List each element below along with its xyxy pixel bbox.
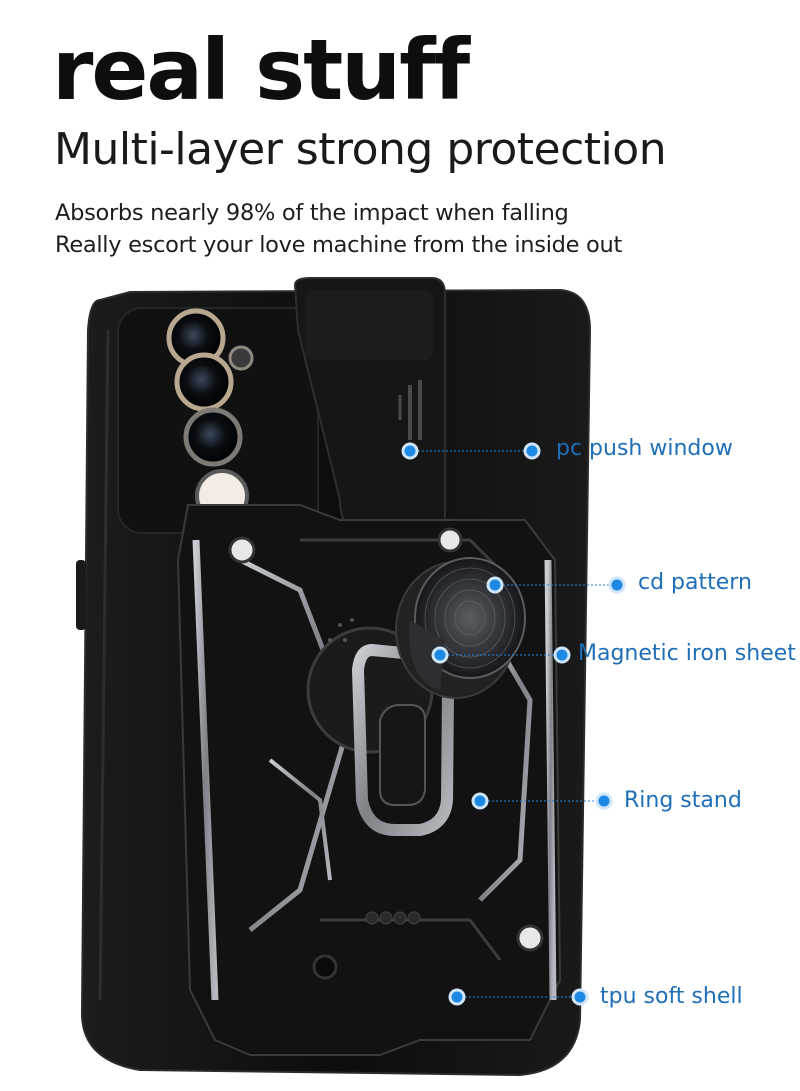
marker-cd-outer — [608, 576, 626, 594]
marker-pc-window-outer — [523, 442, 541, 460]
marker-cd-inner — [486, 576, 504, 594]
phone-case-illustration — [76, 277, 626, 1077]
callout-label-tpu-soft-shell: tpu soft shell — [600, 984, 743, 1009]
marker-ring-inner — [471, 792, 489, 810]
camera-lens-2 — [174, 352, 234, 412]
callout-label-magnetic-iron-sheet: Magnetic iron sheet — [578, 641, 796, 666]
callout-markers — [401, 442, 626, 1006]
camera-lens-3 — [183, 407, 243, 467]
marker-magnet-outer — [553, 646, 571, 664]
marker-tpu-outer — [571, 988, 589, 1006]
callout-label-cd-pattern: cd pattern — [638, 570, 752, 595]
callout-label-ring-stand: Ring stand — [624, 788, 742, 813]
marker-magnet-inner — [431, 646, 449, 664]
description-line-1: Absorbs nearly 98% of the impact when fa… — [55, 200, 569, 226]
callout-label-pc-push-window: pc push window — [556, 436, 733, 461]
marker-ring-outer — [595, 792, 613, 810]
headline: real stuff — [52, 21, 470, 119]
marker-tpu-inner — [448, 988, 466, 1006]
subheadline: Multi-layer strong protection — [54, 124, 667, 175]
description-line-2: Really escort your love machine from the… — [55, 232, 622, 258]
marker-pc-window-inner — [401, 442, 419, 460]
